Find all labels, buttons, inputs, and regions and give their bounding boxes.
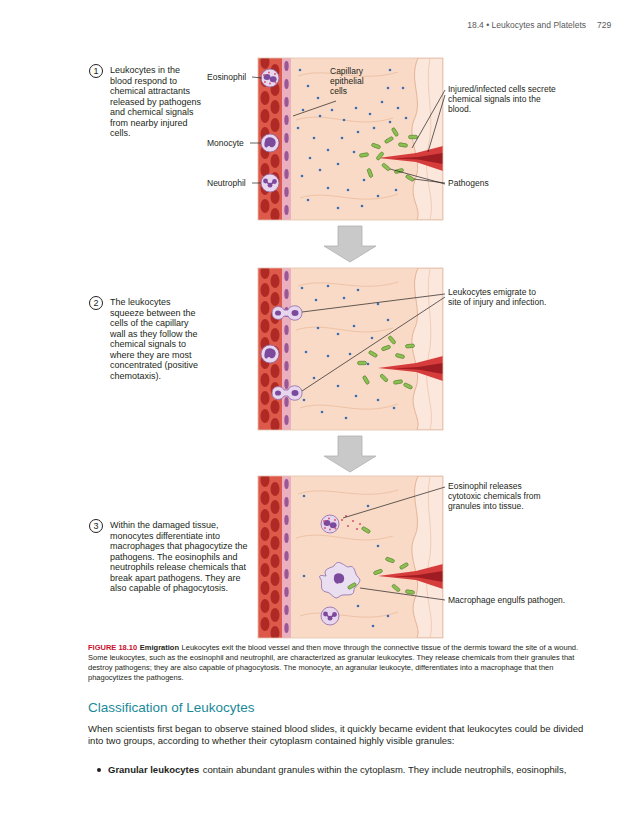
chemical-signals: [301, 285, 396, 420]
bullet-dot: [97, 768, 101, 772]
monocyte-cell: [261, 345, 279, 363]
bullet-text: contain abundant granules within the cyt…: [203, 764, 567, 775]
panel-frame: [258, 268, 443, 430]
bullet-item: Granular leukocytes contain abundant gran…: [108, 764, 592, 776]
neutrophil-cell: [261, 174, 279, 192]
callout-number-text: 2: [93, 299, 98, 308]
figure-caption: FIGURE 18.10EmigrationLeukocytes exit th…: [88, 643, 592, 683]
panel-chemotaxis: [258, 58, 443, 220]
page-number: 729: [597, 20, 611, 30]
callout-label: Leukocytes emigrate to site of injury an…: [448, 287, 548, 307]
panel-frame: [258, 476, 443, 638]
eosinophil-cell: [321, 515, 339, 533]
macrophage-cell: [320, 562, 360, 597]
monocyte-cell: [261, 134, 279, 152]
callout-number-text: 3: [93, 522, 98, 531]
eosinophil-cell: [261, 69, 279, 87]
cell-label: Eosinophil: [207, 72, 246, 82]
chemical-signals: [303, 495, 390, 628]
callout-label: Macrophage engulfs pathogen.: [448, 595, 578, 605]
pathogens: [361, 526, 414, 594]
cell-label: Monocyte: [207, 138, 244, 148]
cell-label: Capillary epithelial cells: [330, 66, 376, 97]
callout-label: Eosinophil releases cytotoxic chemicals …: [448, 481, 548, 512]
running-header: 18.4 • Leukocytes and Platelets: [467, 20, 586, 30]
step-description: Within the damaged tissue, monocytes dif…: [110, 520, 250, 594]
panel-frame: [258, 58, 443, 220]
cytotoxic-granules: [341, 515, 361, 530]
step-description: The leukocytes squeeze between the cells…: [110, 297, 205, 381]
body-paragraph: When scientists first began to observe s…: [88, 723, 592, 748]
bullet-term: Granular leukocytes: [108, 764, 199, 775]
step-description: Leukocytes in the blood respond to chemi…: [110, 65, 202, 139]
callout-number: 2: [89, 296, 103, 310]
emigrating-leukocyte: [272, 306, 302, 320]
callout-number: 1: [89, 64, 103, 78]
chemical-signals: [297, 69, 408, 210]
callout-number: 3: [89, 519, 103, 533]
figure-title: Emigration: [140, 643, 179, 652]
step-arrow: [324, 436, 376, 472]
cell-label: Neutrophil: [207, 178, 246, 188]
step-arrow: [324, 226, 376, 262]
figure-number: FIGURE 18.10: [88, 643, 137, 652]
panel-phagocytosis: [258, 476, 443, 638]
section-heading: Classification of Leukocytes: [88, 700, 255, 716]
pathogens: [358, 335, 415, 389]
panel-emigration: [258, 268, 443, 430]
leader-lines: [250, 77, 445, 600]
callout-label: Pathogens: [448, 178, 489, 188]
callout-label: Injured/infected cells secrete chemical …: [448, 84, 560, 115]
neutrophil-cell: [321, 607, 339, 625]
callout-number-text: 1: [93, 67, 98, 76]
emigrating-leukocyte: [272, 386, 302, 400]
pathogens: [359, 127, 417, 181]
